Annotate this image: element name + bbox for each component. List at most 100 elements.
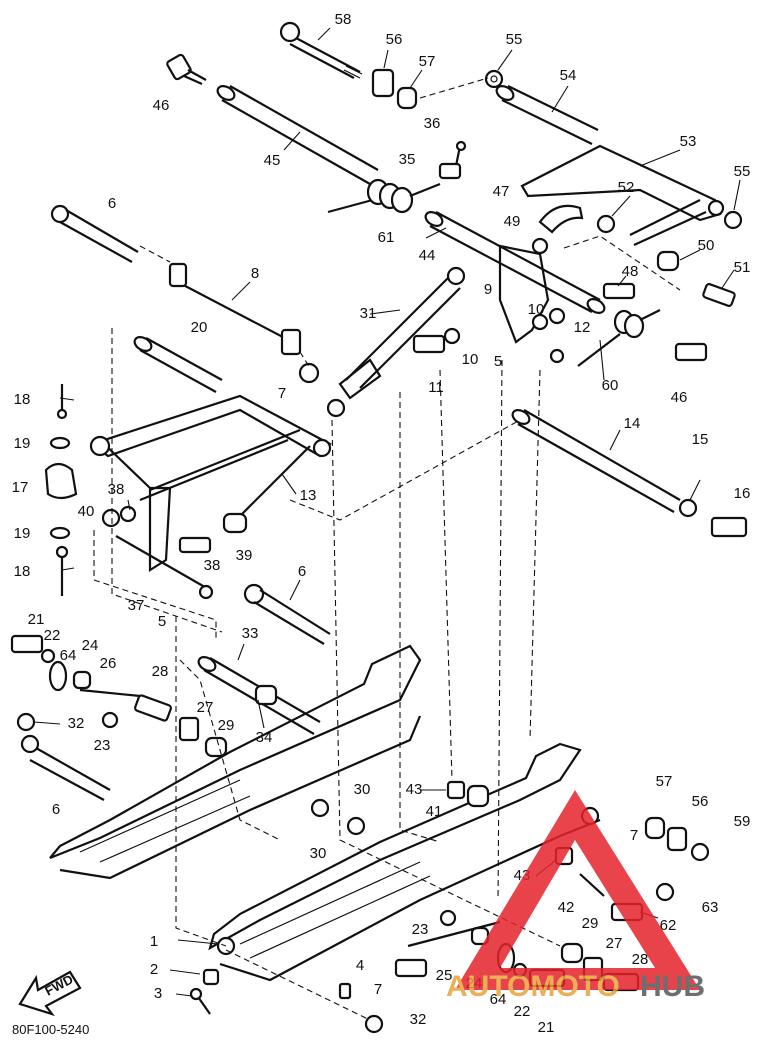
callout-33: 33 [242,625,259,642]
callout-12: 12 [574,319,591,336]
screw-3 [189,987,211,1015]
callout-22b: 22 [514,1003,531,1020]
spring-60 [577,309,661,367]
callout-61: 61 [378,229,395,246]
bracket-37 [115,486,214,600]
callout-16: 16 [734,485,751,502]
bolt-32-lower [394,958,428,978]
callout-18a: 18 [14,391,31,408]
nut-49 [531,237,549,255]
shaft-54 [495,85,599,145]
bolt-35 [438,162,462,180]
callout-4: 4 [356,957,364,974]
callout-21a: 21 [28,611,45,628]
callout-29a: 29 [218,717,235,734]
callout-52: 52 [618,179,635,196]
callout-5a: 5 [494,353,502,370]
callout-47: 47 [493,183,510,200]
callout-28a: 28 [152,663,169,680]
bracket-56 [371,68,395,98]
callout-23a: 23 [94,737,111,754]
pin-36 [454,140,467,167]
callout-18b: 18 [14,563,31,580]
bolt-32 [16,712,40,754]
callout-40: 40 [78,503,95,520]
callout-17: 17 [12,479,29,496]
callout-9: 9 [484,281,492,298]
reference-lines [93,77,681,1021]
collar-57-lower [644,816,666,840]
washer-19b [49,526,71,540]
callout-32a: 32 [68,715,85,732]
bolt-16 [710,516,748,538]
plate-64 [48,660,68,692]
pin-2 [202,968,220,986]
arm-53 [520,144,725,246]
callout-19b: 19 [14,525,31,542]
callout-7c: 7 [374,981,382,998]
nut-63 [655,882,675,902]
callout-58: 58 [335,11,352,28]
washer-10 [443,327,461,345]
callout-60: 60 [602,377,619,394]
bolt-6-middle [243,583,331,645]
bolt-39 [178,536,212,554]
fwd-arrow-icon: FWD [18,970,82,1017]
callout-56b: 56 [692,793,709,810]
callout-44: 44 [419,247,436,264]
collar-24 [72,670,92,690]
callout-32b: 32 [410,1011,427,1028]
nut-23 [101,711,119,729]
watermark-text-a: AUTOMOTO [446,970,620,1003]
callout-55b: 55 [734,163,751,180]
callout-45: 45 [264,152,281,169]
bolt-46 [166,53,207,86]
callout-30b: 30 [310,845,327,862]
callout-13: 13 [300,487,317,504]
callout-46b: 46 [671,389,688,406]
shaft-33 [197,656,321,735]
washer-22 [40,648,56,664]
nut-55 [484,69,504,89]
callout-27b: 27 [606,935,623,952]
callout-21b: 21 [538,1019,555,1036]
grease-fitting-18a [56,384,68,420]
block-43a [446,780,466,800]
collar-29 [204,736,228,758]
pivot-44 [424,211,606,344]
callout-23b: 23 [412,921,429,938]
bushing-41 [466,784,490,808]
diagram-code: 80F100-5240 [12,1022,89,1037]
callout-30a: 30 [354,781,371,798]
callout-6a: 6 [108,195,116,212]
watermark-text-b: HUB [640,970,705,1003]
callout-1: 1 [150,933,158,950]
rod-26 [79,688,141,698]
rod-25 [407,920,501,948]
bolt-6-upper [50,204,139,263]
callout-54: 54 [560,67,577,84]
callout-6c: 6 [52,801,60,818]
bracket-56-lower [666,826,688,852]
nut-59 [690,842,710,862]
callout-25: 25 [436,967,453,984]
callout-27a: 27 [197,699,214,716]
callout-24a: 24 [82,637,99,654]
callout-26: 26 [100,655,117,672]
callout-55a: 55 [506,31,523,48]
callout-35: 35 [399,151,416,168]
callout-34: 34 [256,729,273,746]
nut-5 [549,348,565,364]
callout-2: 2 [150,961,158,978]
callout-37: 37 [128,597,145,614]
a-frame-13 [89,394,332,534]
watermark-triangle-icon [455,790,700,990]
bushing-17 [44,462,78,500]
nut-55-right [723,210,743,230]
callout-19a: 19 [14,435,31,452]
callout-11: 11 [428,379,444,396]
shaft-14 [511,409,681,513]
callout-63: 63 [702,899,719,916]
